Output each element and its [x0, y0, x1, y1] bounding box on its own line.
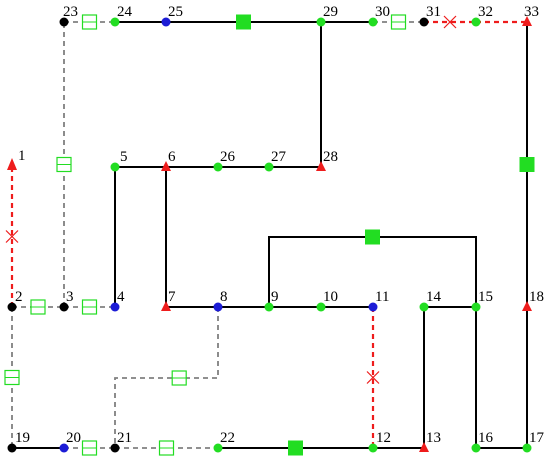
node-label-18: 18 — [529, 289, 544, 305]
node-9-marker — [264, 302, 274, 312]
node-6-marker — [161, 161, 171, 171]
node-label-10: 10 — [323, 289, 338, 305]
node-layer — [7, 16, 532, 453]
edge-9-15 — [268, 236, 477, 307]
node-label-23: 23 — [63, 4, 78, 20]
node-29-marker — [316, 17, 326, 27]
node-33-marker — [522, 16, 532, 26]
node-label-25: 25 — [168, 4, 183, 20]
node-label-20: 20 — [66, 430, 81, 446]
node-label-27: 27 — [271, 149, 287, 165]
node-25-marker — [161, 17, 171, 27]
node-7-marker — [161, 301, 171, 311]
node-5-marker — [110, 162, 120, 172]
node-label-16: 16 — [478, 430, 494, 446]
node-20-marker — [59, 443, 69, 453]
node-15-marker — [471, 302, 481, 312]
node-label-29: 29 — [323, 4, 338, 20]
edge-8-21 — [114, 307, 219, 448]
node-4-marker — [110, 302, 120, 312]
node-label-1: 1 — [18, 148, 26, 164]
node-26-marker — [213, 162, 223, 172]
node-label-12: 12 — [376, 430, 391, 446]
node-24-marker — [110, 17, 120, 27]
arrow-head-icon — [7, 158, 17, 170]
node-label-6: 6 — [168, 149, 176, 165]
node-32-marker — [471, 17, 481, 27]
node-label-33: 33 — [524, 4, 539, 20]
node-14-marker — [419, 302, 429, 312]
node-13-marker — [419, 442, 429, 452]
node-10-marker — [316, 302, 326, 312]
node-23-marker — [59, 17, 69, 27]
node-label-3: 3 — [66, 289, 74, 305]
node-label-19: 19 — [15, 430, 30, 446]
open-switch-icon-stroke — [5, 230, 19, 243]
node-18-marker — [522, 301, 532, 311]
filled-switch-icon — [288, 440, 303, 456]
node-2-marker — [7, 302, 17, 312]
edge-layer — [10, 20, 528, 449]
node-label-7: 7 — [168, 289, 176, 305]
node-21-marker — [110, 443, 120, 453]
node-17-marker — [522, 443, 532, 453]
node-27-marker — [264, 162, 274, 172]
node-31-marker — [419, 17, 429, 27]
device-layer — [4, 14, 535, 456]
node-22-marker — [213, 443, 223, 453]
node-label-15: 15 — [478, 289, 493, 305]
node-label-5: 5 — [120, 149, 128, 165]
node-12-marker — [368, 443, 378, 453]
node-16-marker — [471, 443, 481, 453]
node-label-24: 24 — [117, 4, 133, 20]
node-3-marker — [59, 302, 69, 312]
node-30-marker — [368, 17, 378, 27]
node-label-8: 8 — [220, 289, 228, 305]
node-label-9: 9 — [271, 289, 279, 305]
node-28-marker — [316, 161, 326, 171]
node-label-14: 14 — [426, 289, 442, 305]
node-19-marker — [7, 443, 17, 453]
node-label-30: 30 — [375, 4, 390, 20]
node-label-31: 31 — [426, 4, 441, 20]
node-label-17: 17 — [529, 430, 545, 446]
filled-switch-icon — [236, 14, 251, 30]
node-label-28: 28 — [323, 149, 338, 165]
open-switch-icon-stroke — [366, 371, 380, 384]
filled-switch-icon — [365, 229, 380, 245]
open-switch-icon-stroke — [443, 15, 457, 29]
node-label-11: 11 — [375, 289, 389, 305]
node-label-26: 26 — [220, 149, 236, 165]
node-label-21: 21 — [117, 430, 132, 446]
node-11-marker — [368, 302, 378, 312]
node-label-2: 2 — [15, 289, 23, 305]
node-label-4: 4 — [117, 289, 125, 305]
node-label-13: 13 — [426, 430, 441, 446]
node-label-32: 32 — [478, 4, 493, 20]
node-8-marker — [213, 302, 223, 312]
filled-switch-icon — [519, 157, 535, 172]
node-label-22: 22 — [220, 430, 235, 446]
